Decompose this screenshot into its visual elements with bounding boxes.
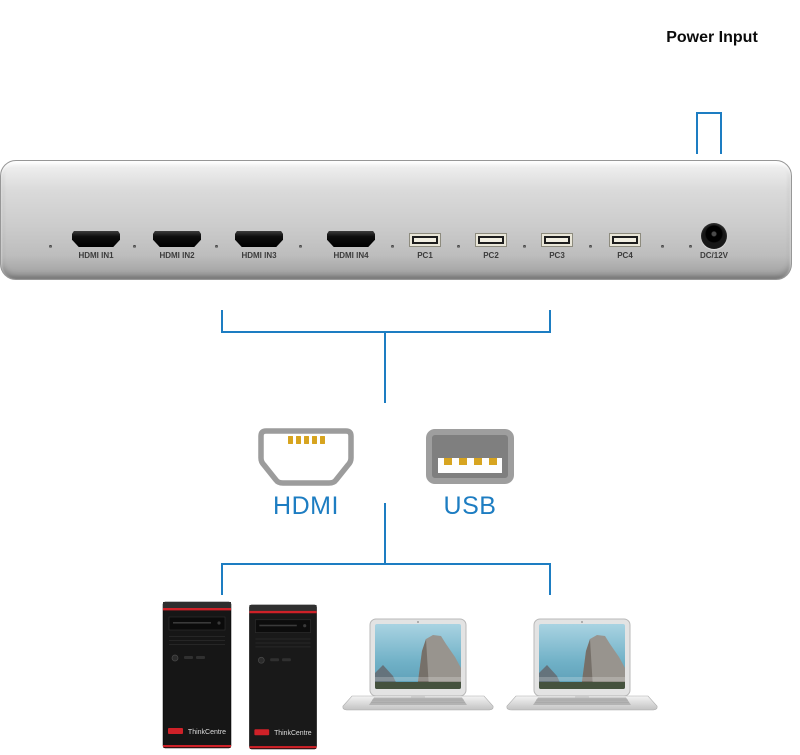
desktop-tower-1: ThinkCentre [162, 600, 232, 750]
panel-screw [133, 245, 136, 248]
hdmi-in3-label: HDMI IN3 [241, 251, 277, 260]
panel-screw [457, 245, 460, 248]
pc3-usb-port [541, 233, 573, 247]
power-bracket-line [696, 112, 722, 114]
hdmi-connector-icon [256, 428, 356, 486]
panel-screw [391, 245, 394, 248]
ports-bracket-right-leg [549, 310, 551, 333]
kvm-switch-panel: HDMI IN1 HDMI IN2 HDMI IN3 HDMI IN4 PC1 … [0, 160, 792, 280]
laptop-1 [342, 618, 494, 746]
ports-bracket-stem [384, 333, 386, 403]
panel-screw [689, 245, 692, 248]
hdmi-in4-port [327, 231, 375, 247]
panel-screw [49, 245, 52, 248]
dc-power-jack [701, 223, 727, 249]
hdmi-in4-label: HDMI IN4 [333, 251, 369, 260]
computers-bracket-line [221, 563, 551, 565]
pc3-label: PC3 [549, 251, 565, 260]
hdmi-legend-label: HDMI [273, 492, 339, 520]
panel-screw [215, 245, 218, 248]
panel-screw [299, 245, 302, 248]
ports-bracket-line [221, 331, 551, 333]
power-bracket-left-leg [696, 112, 698, 154]
ports-bracket-left-leg [221, 310, 223, 333]
computers-bracket-right-leg [549, 565, 551, 595]
hdmi-in2-label: HDMI IN2 [159, 251, 195, 260]
hdmi-in1-port [72, 231, 120, 247]
computers-bracket-stem [384, 503, 386, 565]
panel-screw [589, 245, 592, 248]
dc-label: DC/12V [699, 251, 728, 260]
tower-brand-label: ThinkCentre [188, 729, 226, 736]
computers-bracket-left-leg [221, 565, 223, 595]
laptop-2 [506, 618, 658, 746]
pc2-label: PC2 [483, 251, 499, 260]
panel-screw [661, 245, 664, 248]
pc2-usb-port [475, 233, 507, 247]
power-bracket-right-leg [720, 112, 722, 154]
usb-connector-icon [424, 427, 516, 486]
panel-screw [523, 245, 526, 248]
desktop-tower-2: ThinkCentre [248, 603, 318, 751]
pc1-usb-port [409, 233, 441, 247]
pc4-label: PC4 [617, 251, 633, 260]
power-input-label: Power Input [666, 29, 758, 46]
pc4-usb-port [609, 233, 641, 247]
tower-brand-label: ThinkCentre [274, 730, 312, 737]
usb-legend-label: USB [443, 492, 497, 520]
hdmi-in1-label: HDMI IN1 [78, 251, 114, 260]
hdmi-in3-port [235, 231, 283, 247]
pc1-label: PC1 [417, 251, 433, 260]
hdmi-in2-port [153, 231, 201, 247]
